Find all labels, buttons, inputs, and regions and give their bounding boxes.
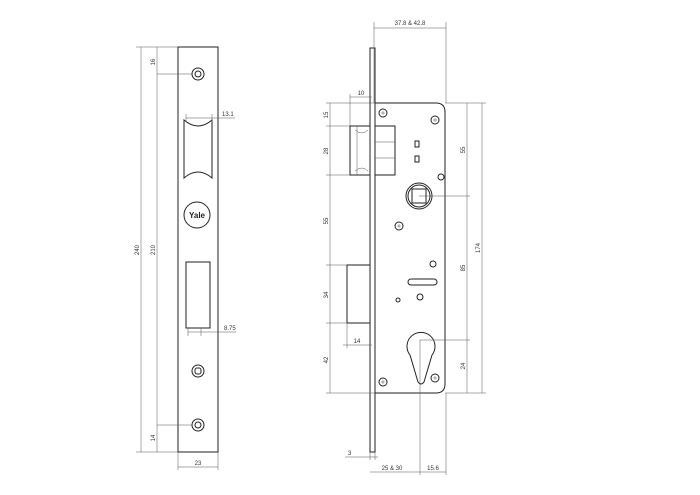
side-faceplate — [369, 47, 376, 453]
dim-28: 28 — [324, 147, 330, 154]
screw-hole-middle — [191, 364, 205, 378]
dim-3: 3 — [348, 451, 352, 457]
dim-42: 42 — [324, 356, 330, 363]
dim-backset: 25 & 30 — [382, 466, 403, 472]
dim-14: 14 — [151, 434, 157, 441]
slot — [407, 278, 438, 286]
screw-hole-bottom — [191, 418, 205, 432]
lock-side-view: 37.8 & 42.8 10 15 28 55 34 42 14 55 85 2… — [324, 21, 486, 475]
bolt-opening — [185, 261, 211, 329]
dim-10: 10 — [358, 91, 365, 97]
dim-8-75: 8.75 — [224, 326, 236, 332]
dim-34: 34 — [324, 291, 330, 298]
cylinder-keyhole — [406, 331, 436, 385]
dim-24: 24 — [461, 362, 467, 369]
screw-icon — [378, 108, 440, 387]
faceplate-outline — [177, 46, 219, 453]
dead-bolt — [346, 264, 371, 324]
dim-15: 15 — [324, 111, 330, 118]
dim-85: 85 — [461, 264, 467, 271]
dim-14-side: 14 — [354, 339, 361, 345]
dim-55-right: 55 — [461, 146, 467, 153]
dim-case-depth: 37.8 & 42.8 — [395, 21, 426, 27]
yale-logo — [183, 201, 211, 229]
lock-case — [375, 102, 446, 394]
dim-55-left: 55 — [324, 217, 330, 224]
dim-13-1: 13.1 — [222, 112, 234, 118]
faceplate-front-view: Yale 240 16 210 14 13.1 8.75 23 — [135, 46, 236, 470]
dim-15-6: 15.6 — [427, 466, 439, 472]
latch-bolt — [349, 125, 396, 176]
dim-174: 174 — [476, 242, 482, 253]
screw-hole-top — [191, 67, 205, 81]
logo-text: Yale — [189, 211, 206, 220]
latch-opening — [183, 118, 213, 180]
dim-210: 210 — [151, 244, 157, 255]
dim-23: 23 — [195, 461, 202, 467]
dim-240: 240 — [135, 244, 141, 255]
dim-16: 16 — [151, 58, 157, 65]
